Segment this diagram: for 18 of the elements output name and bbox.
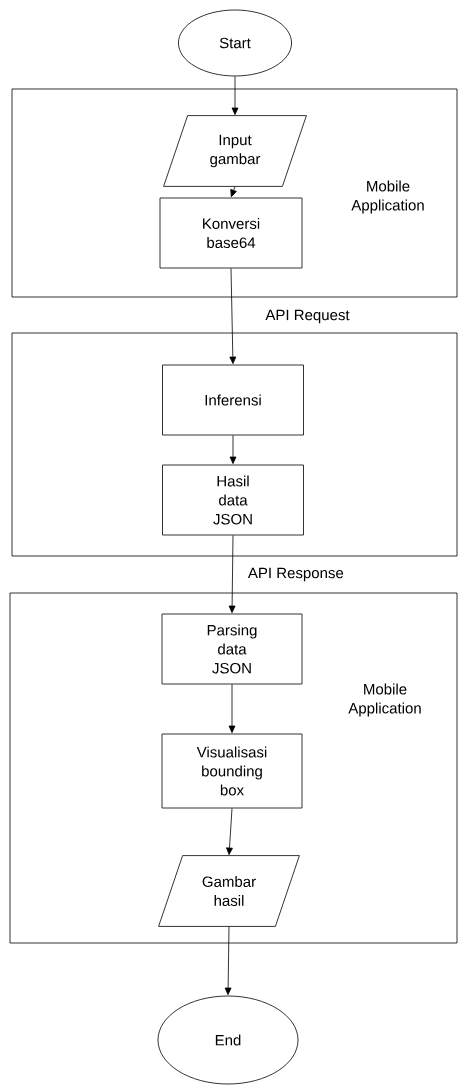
arrow: [230, 186, 237, 198]
arrow: [224, 926, 232, 995]
process-box: Inferensi: [162, 364, 304, 436]
data-parallelogram: Input gambar: [163, 115, 307, 187]
edge-label: API Request: [265, 309, 350, 324]
edge-label: API Response: [247, 567, 344, 582]
arrow: [226, 808, 233, 855]
process-box: Visualisasi bounding box: [161, 733, 303, 809]
lane-box: [11, 332, 458, 557]
arrow: [228, 535, 236, 613]
process-box: Parsing data JSON: [161, 613, 303, 685]
arrow: [229, 268, 237, 364]
data-parallelogram: Gambar hasil: [158, 855, 300, 927]
arrow: [229, 435, 237, 464]
arrow: [228, 684, 236, 733]
process-box: Hasil data JSON: [162, 464, 304, 536]
process-box: Konversi base64: [159, 197, 303, 269]
arrow: [231, 76, 239, 115]
